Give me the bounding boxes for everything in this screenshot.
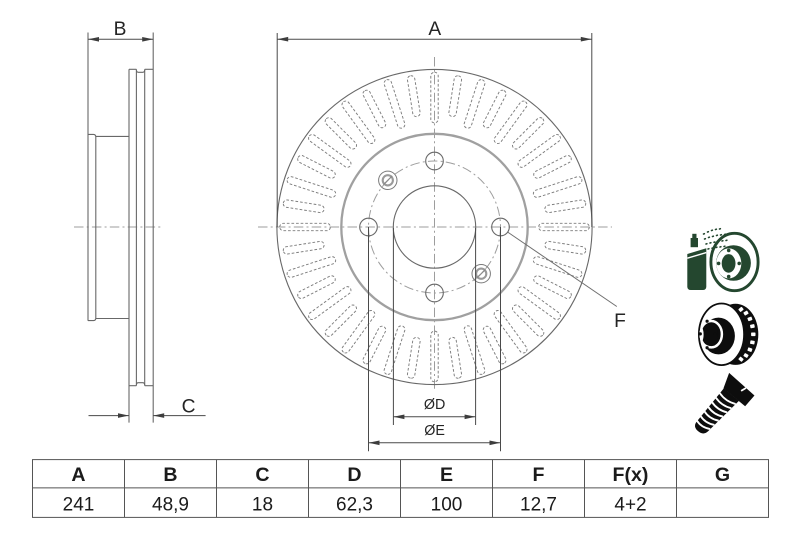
- svg-text:B: B: [163, 464, 177, 486]
- svg-text:G: G: [715, 464, 730, 486]
- svg-text:18: 18: [252, 495, 273, 516]
- svg-text:62,3: 62,3: [336, 495, 373, 516]
- svg-text:ØE: ØE: [424, 423, 445, 439]
- svg-text:C: C: [182, 396, 196, 417]
- svg-text:C: C: [255, 464, 269, 486]
- svg-text:241: 241: [63, 495, 95, 516]
- svg-text:D: D: [347, 464, 361, 486]
- svg-text:48,9: 48,9: [152, 495, 189, 516]
- svg-text:12,7: 12,7: [520, 495, 557, 516]
- svg-text:ØD: ØD: [424, 397, 445, 413]
- svg-text:E: E: [440, 464, 453, 486]
- svg-text:100: 100: [431, 495, 463, 516]
- svg-text:A: A: [428, 19, 441, 40]
- svg-text:B: B: [114, 19, 127, 40]
- svg-text:A: A: [71, 464, 85, 486]
- svg-text:F(x): F(x): [613, 464, 649, 486]
- svg-text:F: F: [533, 464, 545, 486]
- svg-text:4+2: 4+2: [614, 495, 646, 516]
- svg-text:F: F: [614, 311, 626, 332]
